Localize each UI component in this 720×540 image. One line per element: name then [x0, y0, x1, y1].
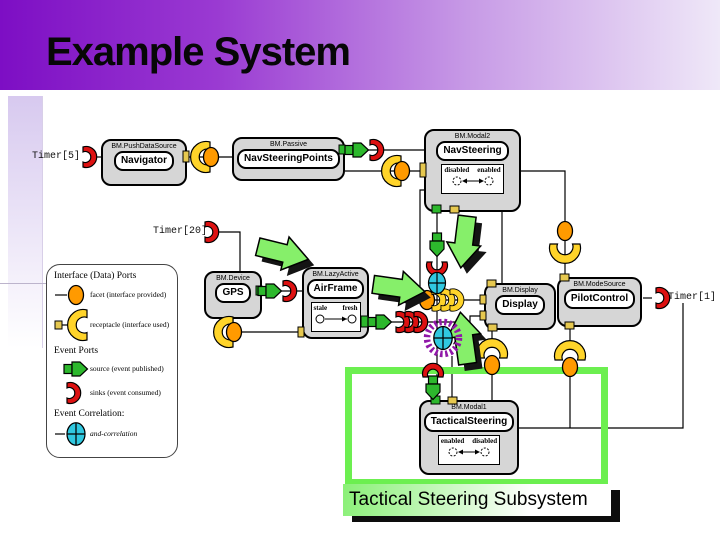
component-nav-steering: BM.Modal2 NavSteering disabled enabled: [424, 129, 521, 212]
legend-facet-row: facet (interface provided): [54, 282, 174, 308]
component-name: Display: [495, 295, 545, 315]
sink-icon: [66, 381, 82, 405]
state-label: disabled: [444, 166, 470, 174]
source-icon: [63, 361, 89, 377]
and-correlation-icon: [55, 422, 86, 446]
state-label: enabled: [440, 437, 465, 445]
legend-source-row: source (event published): [54, 357, 174, 381]
state-transition-icon: [452, 176, 493, 186]
component-navigator: BM.PushDataSource Navigator: [101, 139, 187, 186]
template-side-strip: [8, 96, 43, 348]
facet-icon: [55, 284, 85, 306]
stereotype-label: BM.LazyActive: [312, 271, 359, 278]
stereotype-label: BM.Device: [216, 275, 250, 282]
component-name: TacticalSteering: [423, 412, 515, 432]
subsystem-caption: Tactical Steering Subsystem: [343, 484, 611, 516]
timer1-label: Timer[1]: [668, 292, 717, 303]
template-rule: [0, 283, 46, 284]
component-gps: BM.Device GPS: [204, 271, 262, 319]
receptacle-icon: [54, 308, 88, 342]
stereotype-label: BM.Display: [502, 287, 538, 294]
state-machine-box: stale fresh: [310, 302, 361, 332]
component-name: NavSteeringPoints: [237, 149, 340, 169]
component-pilot-control: BM.ModeSource PilotControl: [557, 277, 642, 327]
state-label: fresh: [342, 304, 358, 312]
state-label: stale: [313, 304, 328, 312]
legend-event-title: Event Ports: [54, 346, 99, 356]
component-name: PilotControl: [563, 289, 636, 309]
component-airframe: BM.LazyActive AirFrame stale fresh: [302, 267, 369, 339]
component-tactical-steering: BM.Modal1 TacticalSteering enabled disab…: [419, 400, 519, 475]
state-label: disabled: [472, 437, 498, 445]
component-name: GPS: [215, 283, 251, 303]
slide-header-band: Example System: [0, 0, 720, 90]
slide-title: Example System: [46, 30, 351, 74]
state-machine-box: enabled disabled: [437, 435, 501, 465]
timer5-label: Timer[5]: [32, 151, 81, 162]
stereotype-label: BM.Modal1: [451, 404, 487, 411]
stereotype-label: BM.Passive: [270, 141, 307, 148]
component-display: BM.Display Display: [484, 283, 556, 330]
state-machine-box: disabled enabled: [441, 164, 504, 194]
state-transition-icon: [315, 314, 356, 324]
stereotype-label: BM.ModeSource: [573, 281, 626, 288]
component-name: AirFrame: [306, 279, 365, 299]
state-transition-icon: [448, 447, 490, 457]
component-name: Navigator: [113, 151, 175, 171]
legend-sink-row: sinks (event consumed): [54, 381, 174, 405]
timer20-label: Timer[20]: [153, 226, 208, 237]
legend-and-row: and-correlation: [54, 420, 174, 448]
component-nav-steering-points: BM.Passive NavSteeringPoints: [232, 137, 345, 181]
state-label: enabled: [477, 166, 501, 174]
component-name: NavSteering: [436, 141, 509, 161]
legend-interface-title: Interface (Data) Ports: [54, 271, 137, 281]
legend-box: Interface (Data) Ports facet (interface …: [46, 264, 178, 458]
legend-correlation-title: Event Correlation:: [54, 409, 125, 419]
stereotype-label: BM.PushDataSource: [111, 143, 177, 150]
legend-receptacle-row: receptacle (interface used): [54, 308, 174, 342]
stereotype-label: BM.Modal2: [454, 133, 491, 140]
